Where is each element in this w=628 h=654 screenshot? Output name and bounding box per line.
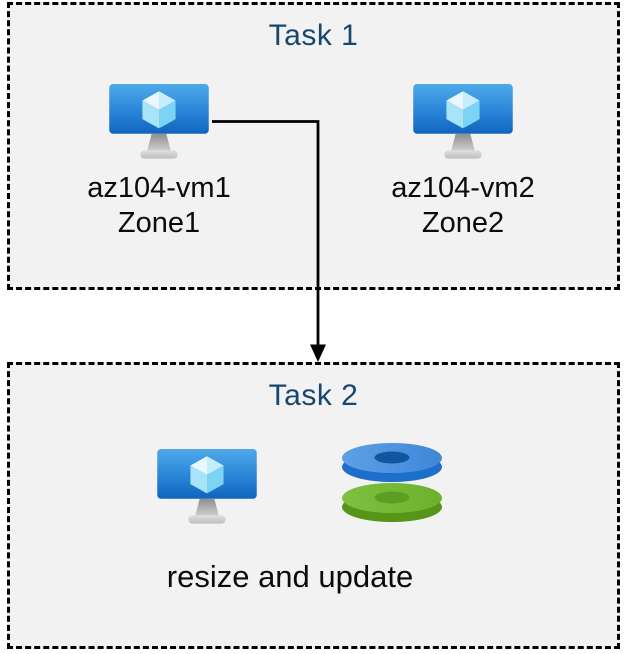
task2-caption: resize and update [166, 559, 414, 594]
managed-disks-icon [342, 442, 442, 522]
virtual-machine-icon [108, 83, 210, 163]
virtual-machine-icon [156, 448, 258, 528]
vm1-name-label: az104-vm1 [87, 172, 231, 204]
vm2-name-label: az104-vm2 [391, 172, 535, 204]
vm1-zone-label: Zone1 [117, 207, 201, 239]
vm-node-az104-vm1: az104-vm1 Zone1 [49, 83, 269, 241]
virtual-machine-icon [412, 83, 514, 163]
vm2-label: az104-vm2 Zone2 [391, 171, 534, 241]
vm2-zone-label: Zone2 [421, 207, 505, 239]
task1-title: Task 1 [268, 19, 359, 52]
vm-node-az104-vm2: az104-vm2 Zone2 [353, 83, 573, 241]
task1-box: Task 1 az104-vm1 Zone1 az104-vm2 Zone2 [7, 2, 620, 290]
task2-title: Task 2 [268, 379, 359, 412]
vm1-label: az104-vm1 Zone1 [87, 171, 230, 241]
task2-box: Task 2 resize and update [7, 362, 620, 649]
